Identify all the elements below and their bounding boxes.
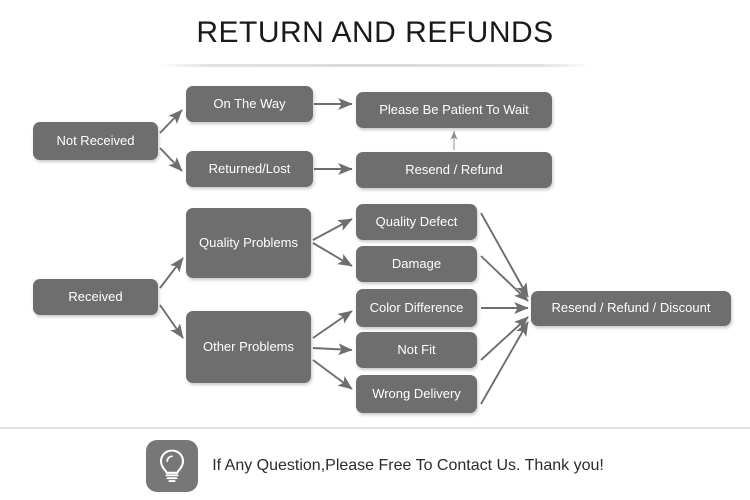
footer-divider [0, 427, 750, 429]
node-other-problems[interactable]: Other Problems [186, 311, 311, 383]
node-received[interactable]: Received [33, 279, 158, 315]
flow-arrows [159, 98, 529, 405]
node-damage[interactable]: Damage [356, 246, 477, 282]
node-resend-refund[interactable]: Resend / Refund [356, 152, 552, 188]
arrow-quality-problems-to-damage [312, 242, 353, 267]
flow-diagram: Not Received On The Way Returned/Lost Pl… [33, 86, 731, 413]
node-color-difference[interactable]: Color Difference [356, 289, 477, 327]
arrow-quality-problems-to-quality-defect [312, 218, 353, 241]
footer: If Any Question,Please Free To Contact U… [0, 432, 750, 500]
arrow-wrong-delivery-to-final [480, 321, 529, 405]
page-title: RETURN AND REFUNDS [196, 16, 554, 49]
arrow-not-fit-to-final [480, 316, 529, 361]
arrow-quality-defect-to-final [480, 212, 529, 298]
node-on-the-way[interactable]: On The Way [186, 86, 313, 122]
arrow-not-received-to-returned-lost [159, 147, 183, 172]
footer-message: If Any Question,Please Free To Contact U… [212, 457, 604, 474]
arrow-other-problems-to-not-fit [312, 343, 353, 356]
node-quality-defect[interactable]: Quality Defect [356, 204, 477, 240]
node-not-received[interactable]: Not Received [33, 122, 158, 160]
node-returned-lost[interactable]: Returned/Lost [186, 151, 313, 187]
arrow-received-to-other-problems [159, 304, 184, 339]
node-resend-refund-discount[interactable]: Resend / Refund / Discount [531, 291, 731, 326]
node-wrong-delivery[interactable]: Wrong Delivery [356, 375, 477, 413]
arrow-other-problems-to-wrong-delivery [312, 359, 353, 390]
node-quality-problems[interactable]: Quality Problems [186, 208, 311, 278]
arrow-not-received-to-on-the-way [159, 109, 183, 134]
title-divider [160, 64, 590, 67]
arrow-other-problems-to-color-difference [312, 310, 353, 339]
node-not-fit[interactable]: Not Fit [356, 332, 477, 368]
node-please-be-patient-to-wait[interactable]: Please Be Patient To Wait [356, 92, 552, 128]
arrow-received-to-quality-problems [159, 257, 184, 289]
lightbulb-icon [146, 440, 199, 492]
arrow-damage-to-final [480, 255, 529, 302]
